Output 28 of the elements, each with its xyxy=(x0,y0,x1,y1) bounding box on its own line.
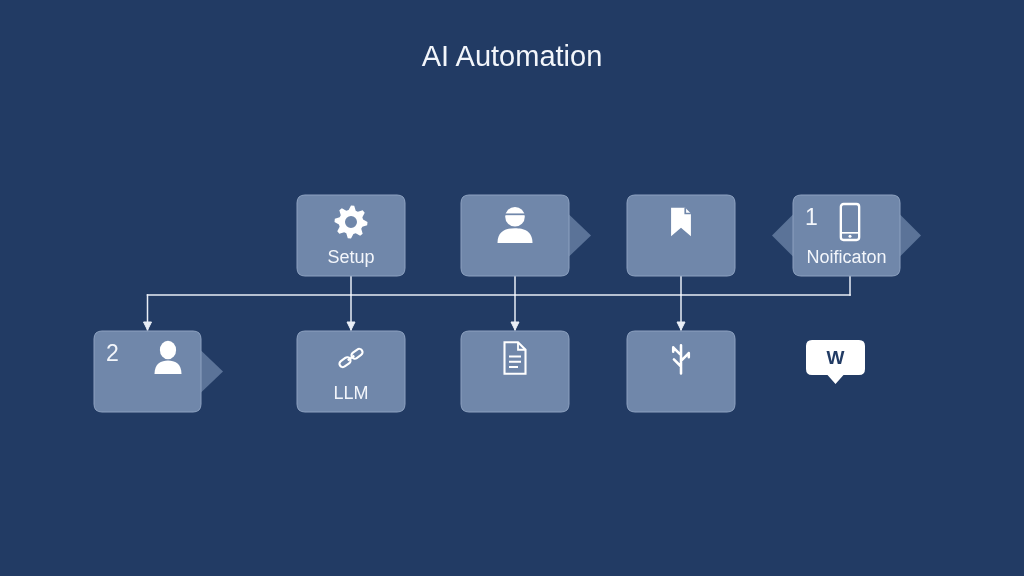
callout-box xyxy=(461,195,591,276)
process-box xyxy=(297,195,405,276)
callout-box xyxy=(772,195,921,276)
step-number: 1 xyxy=(805,204,818,230)
bubble-letter: W xyxy=(826,346,845,369)
process-box xyxy=(297,331,405,412)
process-box xyxy=(627,195,735,276)
connector-arrow xyxy=(143,294,152,331)
connector-arrow xyxy=(510,294,520,331)
diagram-title: AI Automation xyxy=(421,40,603,73)
process-box xyxy=(627,331,735,412)
connector-arrow xyxy=(676,294,686,331)
connector-line xyxy=(146,294,352,296)
connector-arrow xyxy=(346,294,356,331)
box-label: Setup xyxy=(327,246,375,268)
connector-line xyxy=(350,275,352,296)
speech-bubble xyxy=(806,340,865,384)
step-number: 2 xyxy=(106,340,119,366)
process-box xyxy=(461,331,569,412)
callout-box xyxy=(94,331,223,412)
box-label: LLM xyxy=(333,382,369,404)
box-label: Noificaton xyxy=(806,246,887,268)
connector-line xyxy=(849,275,851,296)
connector-line xyxy=(350,294,516,296)
connector-line xyxy=(514,275,516,296)
connector-line xyxy=(514,294,682,296)
connector-line xyxy=(680,275,682,296)
connector-line xyxy=(680,294,851,296)
